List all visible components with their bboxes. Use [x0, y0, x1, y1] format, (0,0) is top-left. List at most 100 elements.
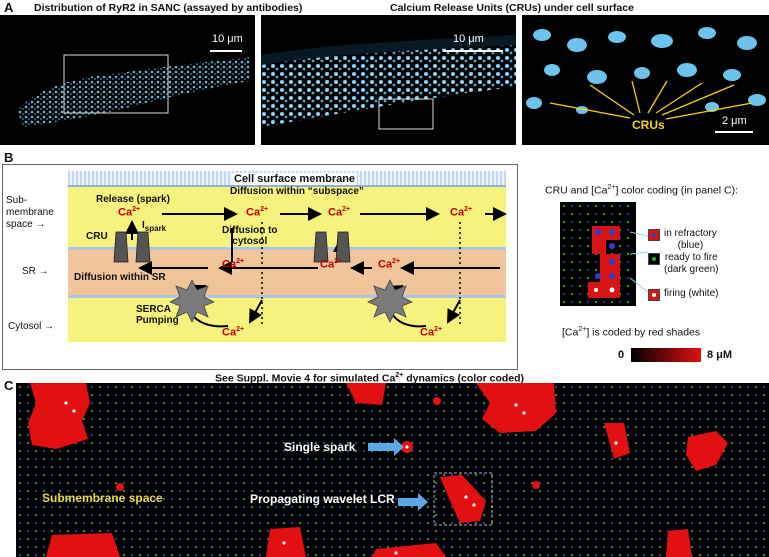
ispark-label: Ispark — [142, 220, 166, 233]
micrograph-crus-image — [526, 27, 766, 120]
legend-grid-dot — [578, 268, 582, 272]
legend-grid-dot — [586, 228, 590, 232]
legend-grid-dot — [570, 284, 574, 288]
legend-grid-dot — [626, 292, 630, 296]
panel-c-title: See Suppl. Movie 4 for simulated Ca2+ dy… — [215, 372, 525, 385]
legend-grid-dot — [586, 300, 590, 304]
legend-grid-dot — [586, 204, 590, 208]
legend-refractory-label: in refractory (blue) — [664, 228, 717, 251]
legend-grid-dot — [586, 252, 590, 256]
legend-grid-dot — [610, 220, 614, 224]
ca-label-sub-2: Ca2+ — [246, 206, 269, 219]
colorbar-min: 0 — [618, 349, 625, 361]
cytosol-band — [68, 298, 506, 342]
legend-grid-dot — [618, 212, 622, 216]
legend-grid-dot — [570, 276, 574, 280]
legend-grid-dot — [626, 252, 630, 256]
legend-grid-dot — [570, 252, 574, 256]
simulation-map-image — [16, 383, 769, 557]
legend-grid-dot — [626, 228, 630, 232]
legend-grid-dot — [586, 220, 590, 224]
legend-grid-dot — [578, 300, 582, 304]
ca-label-sub-4: Ca2+ — [450, 206, 473, 219]
ca-label-sub-3: Ca2+ — [328, 206, 351, 219]
legend-grid-dot — [602, 212, 606, 216]
legend-grid-dot — [626, 220, 630, 224]
legend-grid-dot — [562, 236, 566, 240]
legend-grid-dot — [586, 212, 590, 216]
legend-grid-dot — [586, 268, 590, 272]
legend-grid-dot — [626, 212, 630, 216]
legend-grid-dot — [562, 212, 566, 216]
legend-grid-dot — [578, 204, 582, 208]
legend-grid-dot — [578, 252, 582, 256]
legend-grid-dot — [578, 292, 582, 296]
legend-grid-dot — [626, 236, 630, 240]
legend-grid-dot — [570, 268, 574, 272]
legend-swatch-refractory — [648, 229, 660, 241]
legend-grid-dot — [570, 300, 574, 304]
legend-grid-dot — [594, 300, 598, 304]
legend-grid-dot — [570, 236, 574, 240]
legend-grid-dot — [594, 204, 598, 208]
legend-grid-dot — [618, 220, 622, 224]
propagating-wavelet-label: Propagating wavelet LCR — [250, 492, 395, 506]
diffusion-sr-label: Diffusion within SR — [74, 272, 166, 283]
legend-grid-dot — [586, 244, 590, 248]
legend-grid-dot — [610, 204, 614, 208]
legend-grid-dot — [578, 236, 582, 240]
row-label-sr: SR → — [22, 266, 49, 277]
legend-title: CRU and [Ca2+] color coding (in panel C)… — [545, 184, 738, 197]
legend-grid-dot — [578, 260, 582, 264]
legend-grid-dot — [618, 244, 622, 248]
legend-swatch-firing — [648, 289, 660, 301]
scale-label-1: 10 μm — [212, 33, 243, 45]
legend-grid-dot — [594, 260, 598, 264]
legend-grid-dot — [578, 284, 582, 288]
serca-label: SERCA Pumping — [136, 304, 179, 326]
release-label: Release (spark) — [96, 194, 170, 205]
legend-grid-dot — [602, 300, 606, 304]
legend-grid-dot — [570, 228, 574, 232]
scale-label-3: 2 μm — [722, 115, 747, 127]
legend-grid-dot — [578, 212, 582, 216]
legend-grid-dot — [562, 300, 566, 304]
legend-grid — [560, 202, 636, 306]
scale-bar-2 — [443, 50, 503, 52]
legend-grid-dot — [626, 244, 630, 248]
sr-top-line — [68, 247, 506, 250]
serca-pump-icon — [169, 279, 413, 323]
legend-grid-dot — [602, 204, 606, 208]
legend-firing-label: firing (white) — [664, 288, 719, 299]
legend-grid-dot — [562, 204, 566, 208]
legend-grid-dot — [626, 268, 630, 272]
legend-grid-dot — [562, 260, 566, 264]
legend-grid-dot — [578, 244, 582, 248]
scale-bar-3 — [715, 131, 753, 133]
membrane-label: Cell surface membrane — [232, 173, 358, 185]
panel-b-frame — [2, 164, 518, 370]
legend-grid-dot — [562, 244, 566, 248]
legend-coded-label: [Ca2+] is coded by red shades — [562, 326, 701, 339]
panel-a-label: A — [4, 0, 14, 15]
legend-grid-dot — [562, 268, 566, 272]
legend-grid-dot — [610, 212, 614, 216]
legend-grid-dot — [586, 276, 590, 280]
colorbar — [631, 348, 701, 362]
legend-grid-dot — [610, 300, 614, 304]
ispark-i: I — [142, 220, 145, 231]
legend-grid-dot — [626, 284, 630, 288]
legend-grid-dot — [570, 204, 574, 208]
ca-label-release: Ca2+ — [118, 206, 141, 219]
legend-grid-dot — [570, 260, 574, 264]
micrograph-zoom-image — [261, 35, 516, 130]
scale-label-2: 10 μm — [453, 33, 484, 45]
ispark-sub: spark — [144, 224, 167, 233]
scale-bar-1 — [210, 50, 242, 52]
crus-label: CRUs — [632, 118, 665, 132]
panel-a-title-right: Calcium Release Units (CRUs) under cell … — [390, 2, 634, 14]
ca-label-cyto-1: Ca2+ — [222, 326, 245, 339]
legend-grid-dot — [626, 260, 630, 264]
legend-grid-dot — [578, 276, 582, 280]
